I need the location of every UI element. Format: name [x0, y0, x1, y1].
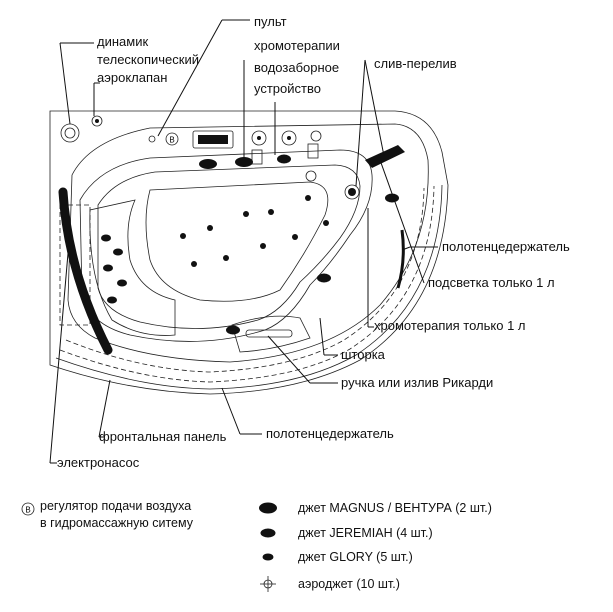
- intake-device: [305, 170, 317, 182]
- jet-magnus-1: [199, 159, 217, 169]
- legend-aero: аэроджет (10 шт.): [298, 577, 400, 591]
- legend-glory: джет GLORY (5 шт.): [298, 550, 413, 564]
- regulator-b-icon: [165, 132, 179, 146]
- aero-jet-4: [268, 209, 274, 215]
- jet-glory-4: [117, 279, 127, 287]
- regulator-knob: [148, 135, 156, 143]
- air-valve-center: [95, 119, 99, 123]
- drain-center: [348, 188, 356, 196]
- label-remote-1: пульт: [254, 14, 287, 29]
- speaker-icon: [60, 123, 80, 143]
- aero-jets: [180, 195, 329, 267]
- speaker-cone: [64, 127, 76, 139]
- legend-jeremiah: джет JEREMIAH (4 шт.): [298, 526, 433, 540]
- label-intake-1: водозаборное: [254, 60, 339, 75]
- leader-lines: [49, 19, 438, 464]
- aero-jet-3: [243, 211, 249, 217]
- aero-jet-7: [223, 255, 229, 261]
- regulator-b-letter: B: [169, 136, 174, 145]
- aero-jet-5: [305, 195, 311, 201]
- label-chromo: хромотерапия только 1 л: [374, 318, 526, 333]
- label-intake-2: устройство: [254, 81, 321, 96]
- jet-magnus-2: [235, 157, 253, 167]
- label-air-valve-2: аэроклапан: [97, 70, 167, 85]
- aero-jet-6: [191, 261, 197, 267]
- front-panel-edge: [55, 184, 443, 390]
- air-valve-icon: [91, 115, 103, 127]
- legend-regulator-icon: [21, 502, 35, 516]
- aero-jet-8: [260, 243, 266, 249]
- drain-icon: [344, 184, 360, 200]
- jet-jeremiah-3: [317, 273, 331, 283]
- overflow-icon: [365, 145, 405, 168]
- legend: B регулятор подачи воздуха в гидромассаж…: [21, 499, 492, 592]
- jet-jeremiah-1: [277, 154, 291, 164]
- legend-glory-icon: [262, 553, 274, 561]
- tap-2: [281, 130, 297, 146]
- towel-holder-right: [396, 229, 405, 289]
- legend-regulator-2: в гидромассажную ситему: [40, 516, 194, 530]
- jet-glory-5: [107, 296, 117, 304]
- remote-panel: [192, 130, 234, 149]
- legend-regulator-letter: B: [25, 506, 30, 515]
- pump-area: [59, 204, 91, 326]
- bowl-outer: [79, 149, 373, 342]
- tap-1: [251, 130, 267, 146]
- label-towel-holder-bottom: полотенцедержатель: [266, 426, 394, 441]
- bathtub-drawing: B: [49, 110, 449, 395]
- jet-glory-2: [113, 248, 123, 256]
- label-remote-2: хромотерапии: [254, 38, 340, 53]
- legend-regulator-1: регулятор подачи воздуха: [40, 499, 191, 513]
- remote-buttons: [198, 135, 228, 144]
- aero-jet-2: [207, 225, 213, 231]
- spout-2: [307, 143, 319, 159]
- bowl-inner: [97, 164, 361, 329]
- aero-jet-10: [323, 220, 329, 226]
- labels: динамик телескопический аэроклапан пульт…: [57, 14, 570, 470]
- legend-magnus-icon: [259, 502, 277, 514]
- label-pump: электронасос: [57, 455, 140, 470]
- label-towel-holder-right: полотенцедержатель: [442, 239, 570, 254]
- jet-glory-1: [101, 234, 111, 242]
- legend-aero-icon: [260, 576, 276, 592]
- legend-magnus: джет MAGNUS / ВЕНТУРА (2 шт.): [298, 501, 492, 515]
- label-curtain: шторка: [341, 347, 386, 362]
- aero-jet-9: [292, 234, 298, 240]
- tap-2-center: [287, 136, 291, 140]
- inner-rim-dash: [65, 187, 425, 373]
- label-light: подсветка только 1 л: [428, 275, 555, 290]
- label-overflow: слив-перелив: [374, 56, 457, 71]
- label-handle: ручка или излив Рикарди: [341, 375, 493, 390]
- outer-rim: [49, 110, 449, 395]
- tap-1-center: [257, 136, 261, 140]
- towel-holder-left: [58, 187, 113, 355]
- legend-jeremiah-icon: [260, 528, 276, 538]
- headrest: [231, 315, 311, 353]
- aero-jet-1: [180, 233, 186, 239]
- jet-glory-3: [103, 264, 113, 272]
- seat: [89, 199, 176, 336]
- label-speaker: динамик: [97, 34, 148, 49]
- label-front-panel: фронтальная панель: [99, 429, 227, 444]
- jet-jeremiah-4: [385, 193, 399, 203]
- front-panel-dash: [59, 185, 435, 383]
- bowl-floor: [145, 181, 329, 302]
- label-air-valve-1: телескопический: [97, 52, 199, 67]
- jet-jeremiah-2: [226, 325, 240, 335]
- spout-1: [251, 149, 263, 165]
- tap-3: [310, 130, 322, 142]
